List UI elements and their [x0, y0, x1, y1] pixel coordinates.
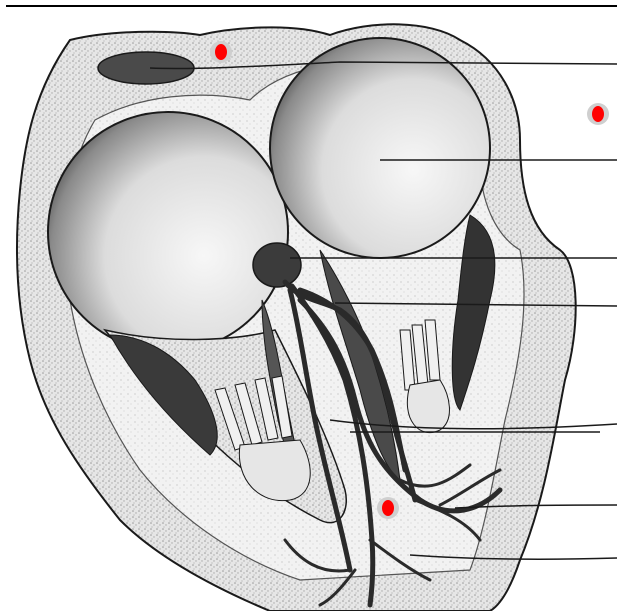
right-valve	[270, 38, 490, 258]
red-dot-inner	[215, 44, 227, 60]
red-dot-icon[interactable]	[587, 103, 609, 125]
av-node	[253, 243, 301, 287]
red-dot-icon[interactable]	[377, 497, 399, 519]
left-valve	[48, 112, 288, 352]
red-dot-icon[interactable]	[210, 41, 232, 63]
red-dot-inner	[382, 500, 394, 516]
red-dot-inner	[592, 106, 604, 122]
